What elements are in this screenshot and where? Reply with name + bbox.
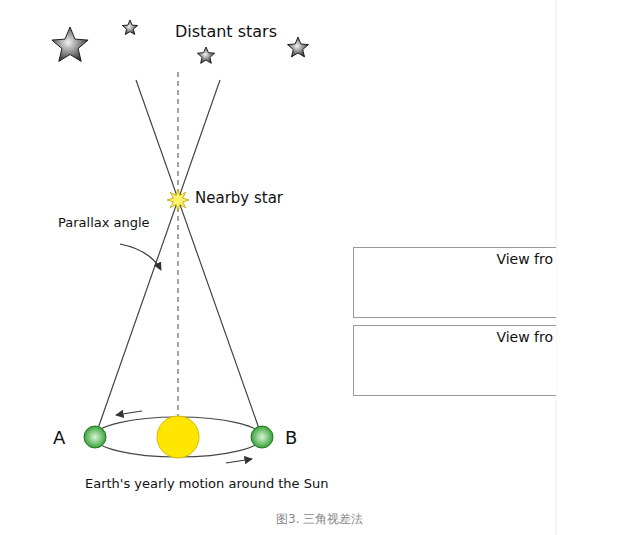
distant-star	[288, 37, 309, 57]
orbit-arrow	[116, 411, 142, 415]
leader-arrow	[120, 244, 161, 270]
center-line	[177, 72, 178, 416]
sight-line	[95, 80, 220, 437]
earth	[251, 426, 273, 448]
orbit	[94, 417, 262, 457]
view-panel: View fro	[353, 325, 556, 396]
earth	[84, 426, 106, 448]
view-panel: View fro	[353, 247, 556, 318]
sky-label: Distant stars	[175, 22, 277, 41]
distant-star	[52, 27, 88, 61]
distant-star	[122, 20, 137, 35]
panel-title: View fro	[496, 251, 553, 268]
orbit-label: Earth's yearly motion around the Sun	[85, 476, 328, 492]
sun	[157, 416, 199, 458]
star-label: Nearby star	[195, 189, 283, 207]
orbit-arrow	[226, 459, 252, 463]
figure-caption: 图3. 三角视差法	[276, 512, 363, 526]
angle-label: Parallax angle	[58, 215, 150, 231]
distant-star	[197, 47, 214, 63]
position-label: A	[53, 427, 65, 449]
panel-title: View fro	[496, 329, 553, 346]
sight-line	[136, 80, 262, 437]
position-label: B	[285, 427, 297, 449]
nearby-star	[167, 189, 189, 211]
